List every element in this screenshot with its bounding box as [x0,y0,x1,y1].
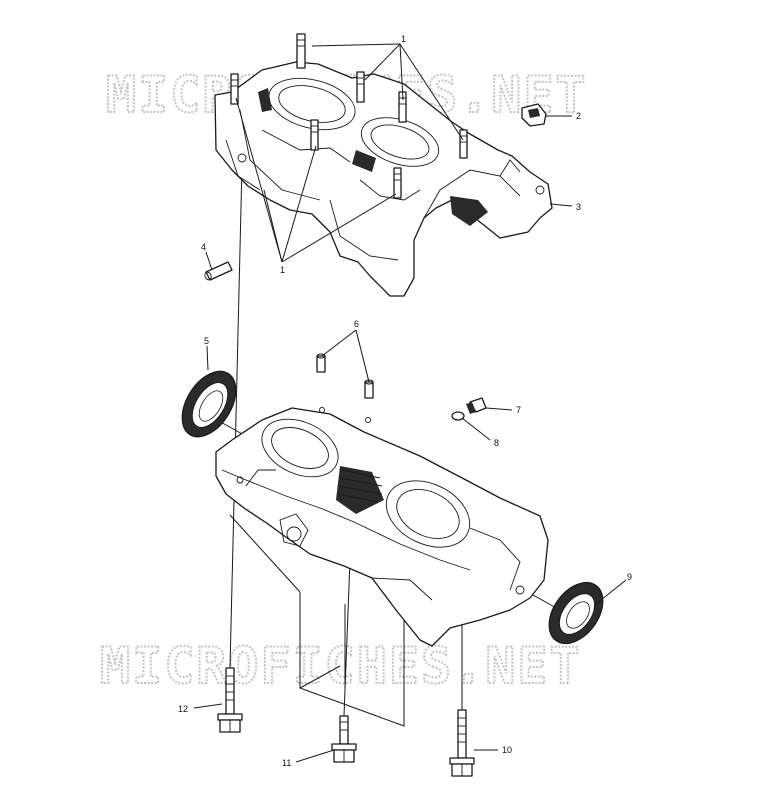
callout-12: 12 [178,704,188,714]
crankcase-bolt-11 [331,715,357,763]
callout-1-top: 1 [401,34,406,44]
callout-8: 8 [494,438,499,448]
retainer-clip [521,103,547,127]
drain-bolt-and-washer [451,397,487,421]
dowel-pin-4 [204,261,233,281]
dowel-pins-6 [316,353,374,399]
crankcase-bolt-12 [217,667,243,733]
callout-5: 5 [204,336,209,346]
callout-9: 9 [627,572,632,582]
callout-10: 10 [502,745,512,755]
crankshaft-seal-right [548,581,604,645]
leader-lines [193,43,627,763]
callout-2: 2 [576,111,581,121]
callout-6: 6 [354,319,359,329]
callout-4: 4 [201,242,206,252]
crankshaft-seal-left [181,370,237,438]
callout-1-bottom: 1 [280,265,285,275]
crankcase-bolt-10 [449,709,475,777]
callout-3: 3 [576,202,581,212]
callout-7: 7 [516,405,521,415]
callout-11: 11 [282,758,291,768]
upper-crankcase-half [214,61,553,297]
cylinder-studs [230,33,468,199]
watermark-bottom: MICROFICHES.NET [100,637,582,695]
lower-crankcase-half [215,407,549,647]
